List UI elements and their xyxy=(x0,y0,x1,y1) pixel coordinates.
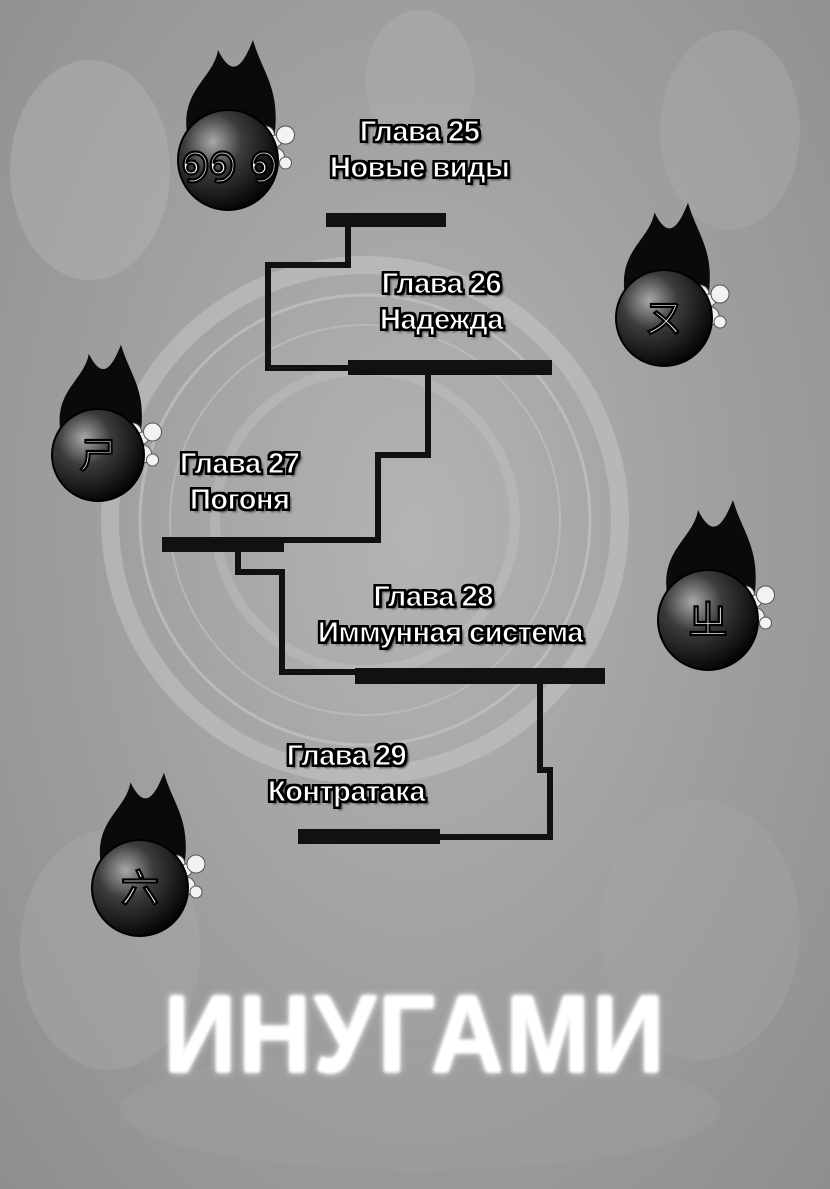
emblem-glyph: ㄕ xyxy=(80,434,117,477)
chapter-bar-26 xyxy=(348,360,552,375)
orb-icon xyxy=(177,109,279,211)
blossom-icon xyxy=(143,422,162,442)
chapter-bars xyxy=(162,213,605,844)
flaming-orb-icon: ㄡ xyxy=(615,202,730,367)
orb-icon xyxy=(51,408,145,502)
series-title-text: ИНУГАМИ xyxy=(163,973,667,1096)
flaming-orb-icon: ㄕ xyxy=(51,344,162,502)
flaming-orb-icon: ㄓ xyxy=(657,500,775,671)
chapter-26-label: Глава 26 Надежда xyxy=(380,266,504,338)
blossom-icon xyxy=(276,125,295,145)
chapter-29-name: Контратака xyxy=(268,776,426,809)
chapter-27-name: Погоня xyxy=(190,484,291,517)
chapter-bar-29 xyxy=(298,829,440,844)
chapter-25-label: Глава 25 Новые виды xyxy=(329,114,510,186)
flaming-orb-icon: 六 xyxy=(91,772,206,937)
blossom-icon xyxy=(713,315,727,329)
blossom-icon xyxy=(759,616,772,630)
orb-icon xyxy=(657,569,759,671)
blossom-icon xyxy=(710,284,730,304)
chapter-25-name: Новые виды xyxy=(329,152,510,185)
flaming-orb-icon: ൭൭ ൭ xyxy=(177,40,295,211)
chapter-27-label: Глава 27 Погоня xyxy=(179,446,300,518)
chapter-26-name: Надежда xyxy=(380,304,504,337)
emblem-glyph: ㄡ xyxy=(645,296,683,340)
blossom-icon xyxy=(146,453,159,467)
chapter-flow-lines xyxy=(235,222,553,840)
chapter-29-label: Глава 29 Контратака xyxy=(268,738,426,810)
chapter-bar-28 xyxy=(355,668,605,684)
chapter-26-number: Глава 26 xyxy=(381,268,502,301)
chapter-27-number: Глава 27 xyxy=(179,448,300,481)
series-title: ИНУГАМИ xyxy=(33,975,797,1095)
blossom-icon xyxy=(186,854,206,874)
chapter-28-number: Глава 28 xyxy=(373,581,494,614)
orb-icon xyxy=(615,269,713,367)
chapter-bar-25 xyxy=(326,213,446,227)
blossom-icon xyxy=(756,585,775,605)
chapter-25-number: Глава 25 xyxy=(359,116,480,149)
emblem-glyph: ㄓ xyxy=(688,598,728,644)
emblem-glyph: 六 xyxy=(121,866,159,910)
chapter-28-label: Глава 28 Иммунная система xyxy=(318,579,584,651)
chapter-28-name: Иммунная система xyxy=(318,617,584,650)
blossom-icon xyxy=(279,156,292,170)
blossom-icon xyxy=(189,885,203,899)
emblem-glyph: ൭൭ ൭ xyxy=(180,138,276,184)
chapter-29-number: Глава 29 xyxy=(286,740,407,773)
orb-icon xyxy=(91,839,189,937)
chapter-bar-27 xyxy=(162,537,284,552)
